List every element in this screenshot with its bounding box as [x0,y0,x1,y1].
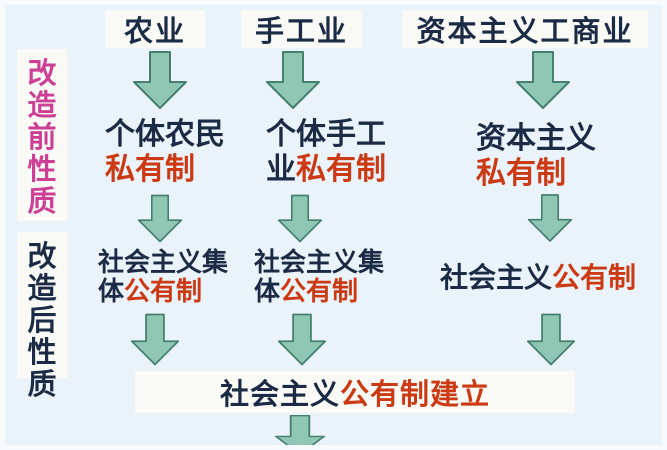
node-line: 体公有制 [98,278,228,307]
node-text-black: 体 [254,277,281,307]
header-agriculture: 农业 [105,10,205,48]
down-arrow-icon [277,194,323,243]
node-line: 私有制 [105,152,225,187]
node-line: 社会主义集 [98,249,228,278]
node-line: 体公有制 [254,278,384,307]
node-text-red: 私有制 [105,152,195,187]
node-text-red: 公有制 [280,277,359,307]
down-arrow-icon [274,415,326,445]
node-line: 个体手工 [266,117,386,152]
node-text-red: 公有制建立 [340,377,491,411]
node-text-black: 社会主义 [440,261,553,294]
node-socialist-public-ownership-established: 社会主义公有制建立 [135,371,575,413]
node-line: 社会主义公有制 [440,263,636,292]
node-text-black: 体 [98,277,125,307]
node-text-black: 个体手工 [266,117,386,152]
down-arrow-icon [526,313,576,366]
node-capitalist-private-ownership: 资本主义 私有制 [476,121,596,191]
header-handicraft: 手工业 [241,10,362,48]
node-socialist-collective-public-ownership: 社会主义集 体公有制 [98,249,228,307]
down-arrow-icon [516,51,570,109]
node-line: 资本主义 [476,121,596,156]
down-arrow-icon [137,194,183,243]
header-capitalist-industry-commerce: 资本主义工商业 [402,10,648,48]
node-line: 社会主义集 [254,249,384,278]
node-text-red: 公有制 [552,261,637,294]
down-arrow-icon [130,313,180,366]
node-text-black: 社会主义 [219,377,340,411]
label-after-transformation: 改造后性质 [17,232,67,400]
node-text-red: 私有制 [476,156,566,191]
node-text-red: 私有制 [296,152,386,187]
down-arrow-icon [266,51,320,109]
node-individual-farmer-private-ownership: 个体农民 私有制 [105,117,225,187]
node-text-black: 业 [266,152,296,187]
down-arrow-icon [277,313,327,366]
label-before-transformation: 改造前性质 [17,49,67,221]
down-arrow-icon [527,194,573,242]
node-text-black: 社会主义集 [98,248,229,278]
node-text-red: 公有制 [124,277,203,307]
node-individual-handicraft-private-ownership: 个体手工 业私有制 [266,117,386,187]
node-socialist-public-ownership: 社会主义公有制 [440,263,636,292]
node-line: 业私有制 [266,152,386,187]
node-text-black: 个体农民 [105,117,225,152]
node-text-black: 社会主义集 [254,248,385,278]
node-line: 私有制 [476,156,596,191]
node-text-black: 资本主义 [476,121,596,156]
node-socialist-collective-public-ownership: 社会主义集 体公有制 [254,249,384,307]
down-arrow-icon [133,51,187,109]
node-line: 个体农民 [105,117,225,152]
